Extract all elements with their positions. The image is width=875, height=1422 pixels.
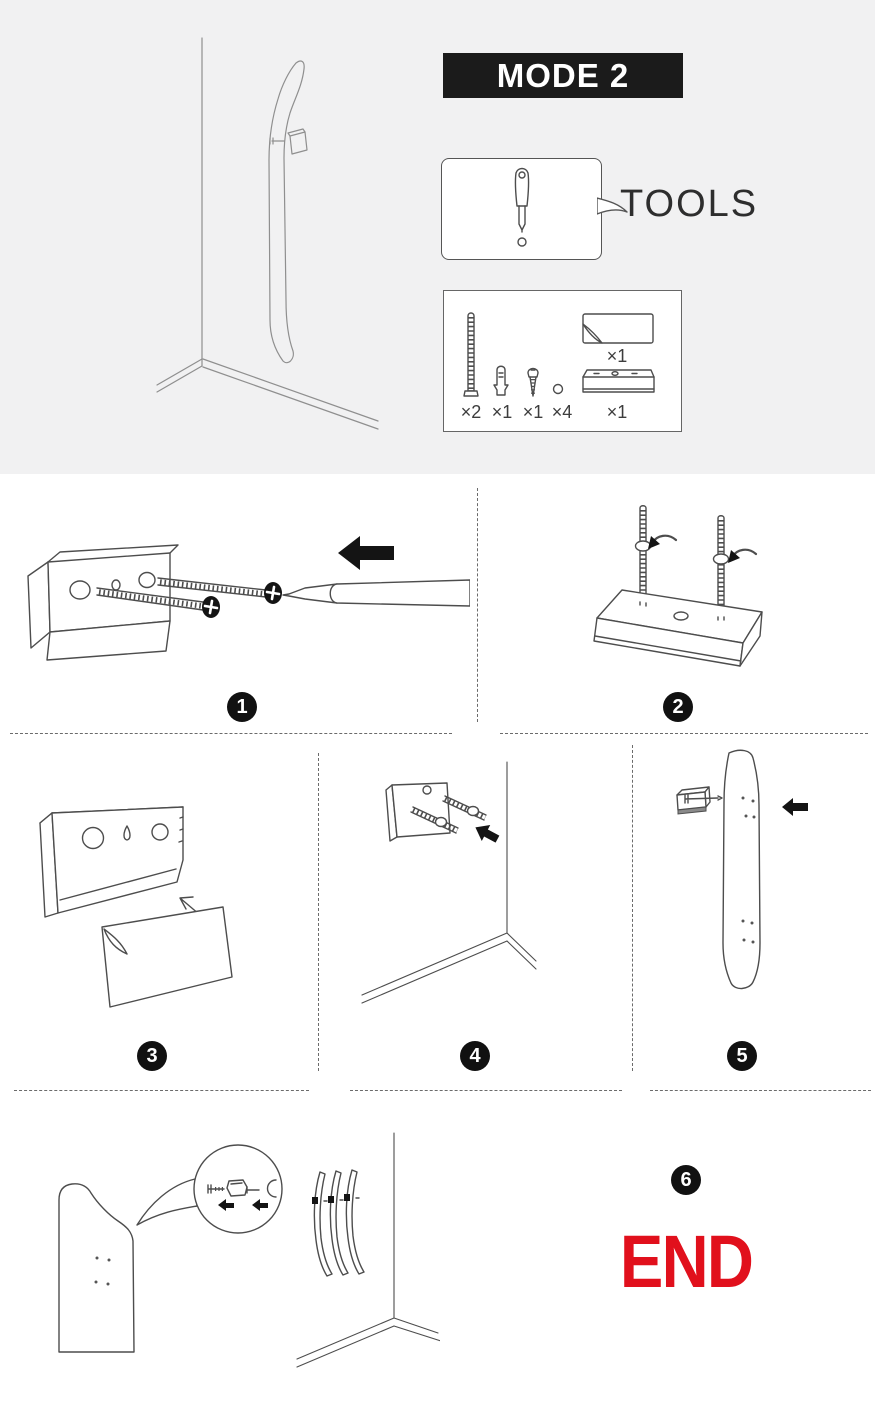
- rotate-arrow-right: [728, 548, 758, 563]
- mini-arrow-left: [218, 1199, 234, 1211]
- step-4-number: 4: [469, 1044, 481, 1067]
- step-4-badge: 4: [460, 1041, 490, 1071]
- step5-illustration: [676, 749, 808, 990]
- direction-arrow: [475, 825, 500, 843]
- mount-block: [593, 589, 763, 667]
- mount-block-back: [39, 806, 184, 918]
- step-2-number: 2: [672, 695, 684, 718]
- step-5-number: 5: [736, 1044, 748, 1067]
- qty-washer: ×4: [551, 402, 573, 422]
- bracket-detail: [207, 1179, 277, 1198]
- tools-label: TOOLS: [620, 183, 759, 225]
- step-2-badge: 2: [663, 692, 693, 722]
- wall-bracket-icon: [269, 128, 308, 155]
- mode-2-banner: MODE 2: [443, 53, 683, 98]
- threaded-rod-lower: [410, 806, 459, 834]
- direction-arrow: [338, 536, 394, 570]
- skateboard-deck-back: [722, 749, 761, 990]
- step-3-number: 3: [146, 1044, 158, 1067]
- screwdriver-icon: [282, 579, 470, 607]
- step-1-number: 1: [236, 695, 248, 718]
- divider-row2-bottom-right: [650, 1090, 871, 1091]
- end-label: END: [619, 1220, 754, 1303]
- threaded-rod-upper: [442, 795, 487, 821]
- speech-bubble-tail: [597, 197, 628, 215]
- long-screw-upper: [157, 577, 282, 604]
- step2-illustration: [593, 505, 763, 667]
- step6-illustration: [58, 1132, 440, 1368]
- mount-block-icon: [582, 369, 655, 393]
- rotate-arrow-left: [648, 534, 678, 549]
- wall-bracket-with-screw: [676, 786, 723, 815]
- divider-row2-bottom-left: [14, 1090, 309, 1091]
- divider-row2-vertical-right: [632, 745, 633, 1071]
- qty-small-screw: ×1: [522, 402, 544, 422]
- qty-mount-block: ×1: [606, 402, 628, 422]
- parts-icons: [463, 312, 655, 397]
- skateboard-deck-partial: [58, 1183, 135, 1353]
- step-6-badge: 6: [671, 1165, 701, 1195]
- magnifier-bubble: [136, 1144, 283, 1234]
- wall-anchor-icon: [493, 365, 509, 396]
- adhesive-sticker-icon: [582, 313, 654, 344]
- parts-box: ×2 ×1 ×1 ×4 ×1 ×1: [443, 290, 682, 432]
- long-screw-icon: [463, 312, 479, 397]
- divider-row1-bottom-left: [10, 733, 452, 734]
- mini-arrow-right: [252, 1199, 268, 1211]
- step3-illustration: [39, 806, 233, 1008]
- divider-row2-bottom-center: [350, 1090, 622, 1091]
- wall-corner: [361, 761, 537, 1004]
- divider-row1-bottom-right: [500, 733, 868, 734]
- wall-corner: [156, 37, 379, 430]
- mode-2-label: MODE 2: [496, 56, 630, 94]
- small-screw-icon: [527, 367, 539, 397]
- screwdriver-icon: [514, 167, 530, 247]
- wall-corner: [296, 1132, 440, 1368]
- hero-wall-skateboard-illustration: [156, 37, 379, 430]
- step-3-badge: 3: [137, 1041, 167, 1071]
- skateboard-deck: [268, 60, 305, 364]
- step4-illustration: [361, 761, 537, 1004]
- adhesive-sticker: [101, 906, 233, 1008]
- step-1-badge: 1: [227, 692, 257, 722]
- long-screw-lower: [96, 587, 220, 618]
- deck-side-profiles: [312, 1169, 365, 1277]
- threaded-rod-right: [712, 515, 730, 621]
- step-5-badge: 5: [727, 1041, 757, 1071]
- qty-wall-anchor: ×1: [491, 402, 513, 422]
- washer-icon: [552, 383, 564, 395]
- divider-row1-vertical: [477, 488, 478, 722]
- direction-arrow: [782, 798, 808, 816]
- divider-row2-vertical-left: [318, 753, 319, 1071]
- step1-illustration: [27, 536, 470, 661]
- hero-section-background: [0, 0, 875, 474]
- threaded-rod-left: [634, 505, 652, 604]
- qty-sticker: ×1: [606, 346, 628, 366]
- step-6-number: 6: [680, 1168, 692, 1191]
- mount-block: [27, 544, 179, 661]
- qty-long-screw: ×2: [460, 402, 482, 422]
